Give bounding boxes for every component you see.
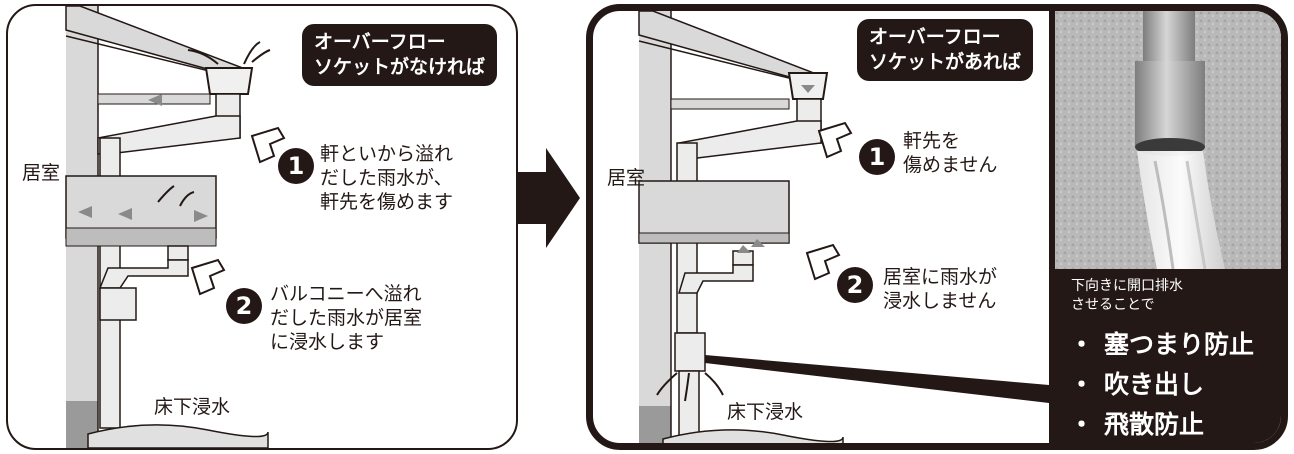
panel-divider	[1049, 11, 1055, 443]
benefit-splash-prevention: ・飛散防止	[1069, 410, 1205, 439]
benefit-blowout: ・吹き出し	[1069, 370, 1205, 399]
with-socket-label: オーバーフロー ソケットがあれば	[857, 19, 1034, 81]
without-socket-panel: オーバーフロー ソケットがなければ 居室 床下浸水 1 軒といから溢れ だした雨…	[6, 4, 518, 450]
point-2-note: バルコニーへ溢れ だした雨水が居室 に浸水します	[270, 283, 423, 353]
arrow-right-icon	[518, 148, 580, 248]
house-illustration-with	[638, 11, 1049, 443]
underfloor-flood-label: 床下浸水	[727, 401, 804, 423]
underfloor-flood-label: 床下浸水	[154, 396, 231, 418]
room-label: 居室	[607, 167, 646, 189]
point-1-badge: 1	[278, 148, 314, 184]
benefits-intro: 下向きに開口排水 させることで	[1071, 278, 1183, 313]
point-1-badge: 1	[859, 139, 895, 175]
point-1-note: 軒先を 傷めません	[903, 130, 998, 176]
point-2-badge: 2	[837, 267, 873, 303]
with-socket-panel: オーバーフロー ソケットがあれば 居室 床下浸水 1 軒先を 傷めません 2 居…	[586, 4, 1288, 450]
point-1-note: 軒といから溢れ だした雨水が、 軒先を傷めます	[320, 143, 454, 213]
house-illustration-without	[65, 6, 286, 448]
benefits-box: 下向きに開口排水 させることで ・塞つまり防止 ・吹き出し ・飛散防止	[1055, 269, 1281, 443]
downpipe-photo	[1055, 11, 1281, 269]
without-socket-label: オーバーフロー ソケットがなければ	[302, 24, 498, 86]
point-2-badge: 2	[226, 288, 262, 324]
point-2-note: 居室に雨水が 浸水しません	[883, 266, 998, 312]
room-label: 居室	[22, 162, 61, 184]
benefit-clog-prevention: ・塞つまり防止	[1069, 330, 1255, 359]
